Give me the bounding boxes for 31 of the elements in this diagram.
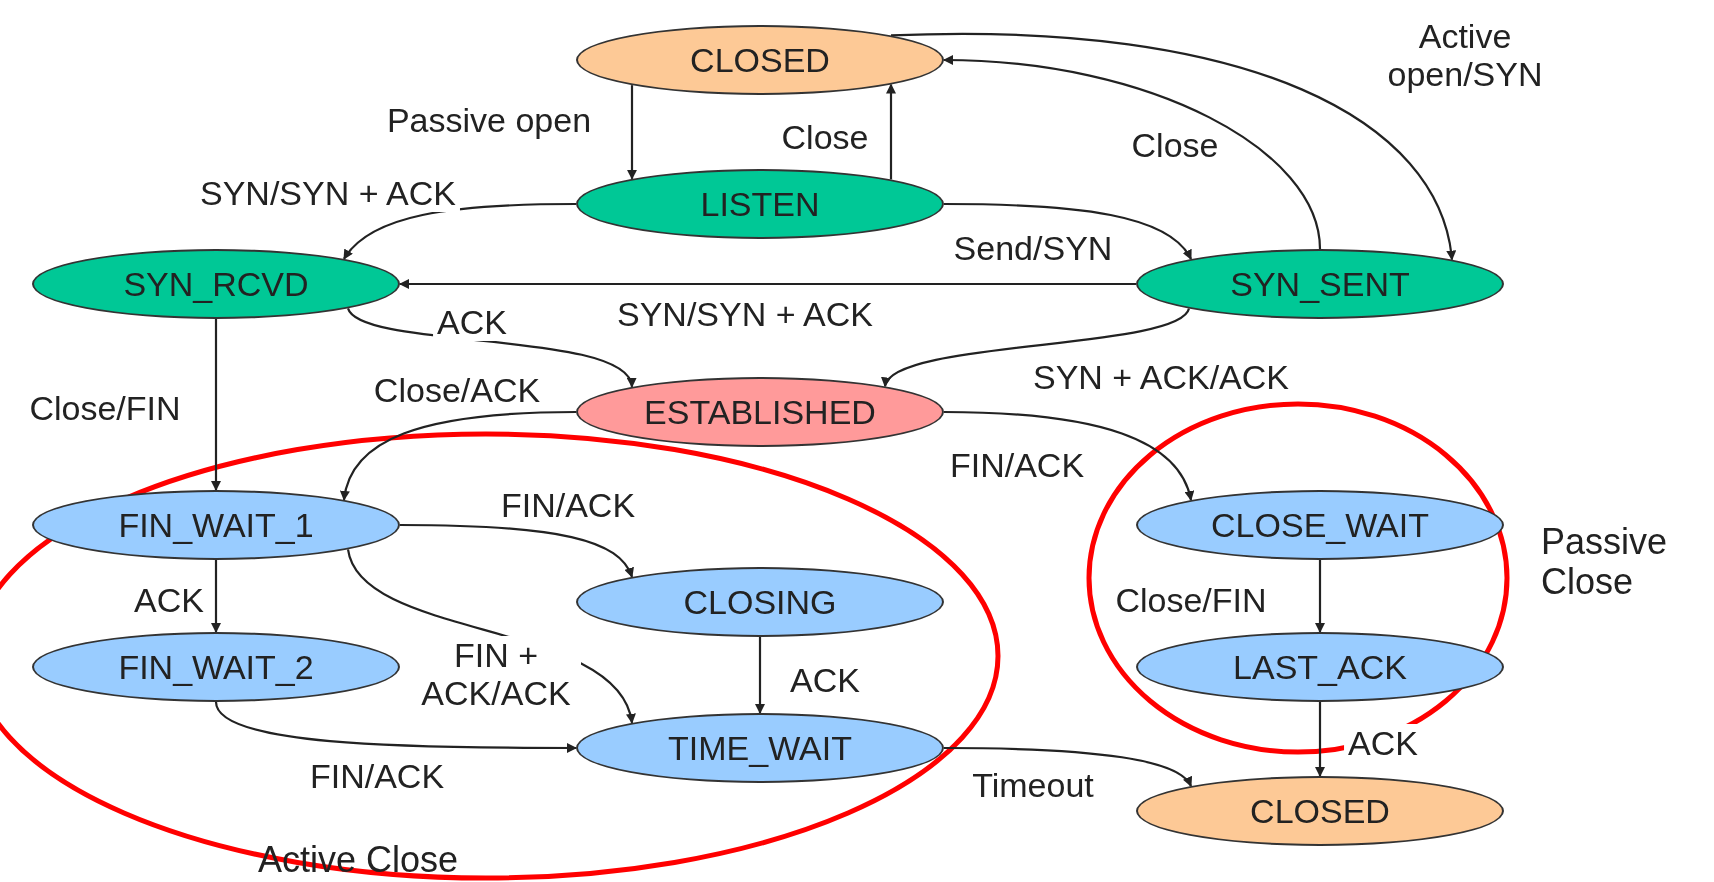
arrow xyxy=(944,746,1192,787)
state-name: CLOSE_WAIT xyxy=(1211,508,1429,542)
state-name: SYN_RCVD xyxy=(123,267,309,301)
arrow xyxy=(211,319,221,491)
arrow xyxy=(886,83,896,180)
arrow xyxy=(340,410,576,501)
arrow xyxy=(627,85,637,180)
state-name: SYN_SENT xyxy=(1230,267,1410,301)
state-name: LAST_ACK xyxy=(1233,650,1407,684)
state-name: FIN_WAIT_2 xyxy=(118,650,314,684)
arrow xyxy=(943,55,1322,250)
state-name: CLOSING xyxy=(683,585,837,619)
state-name: ESTABLISHED xyxy=(644,395,876,429)
arrow xyxy=(399,279,1136,289)
arrow xyxy=(884,307,1190,388)
state-name: LISTEN xyxy=(700,187,820,221)
state-name: TIME_WAIT xyxy=(668,731,852,765)
arrow xyxy=(400,523,633,578)
state-name: FIN_WAIT_1 xyxy=(118,508,314,542)
arrow xyxy=(211,560,221,633)
arrow xyxy=(755,637,765,714)
group-label: Passive Close xyxy=(1541,522,1669,602)
arrow xyxy=(1315,560,1325,633)
arrow xyxy=(944,202,1192,260)
state-name: CLOSED xyxy=(690,43,830,77)
arrow xyxy=(944,410,1194,501)
arrow xyxy=(343,202,576,260)
state-name: CLOSED xyxy=(1250,794,1390,828)
arrow xyxy=(214,701,577,753)
arrow xyxy=(891,32,1456,261)
arrow xyxy=(1315,702,1325,777)
